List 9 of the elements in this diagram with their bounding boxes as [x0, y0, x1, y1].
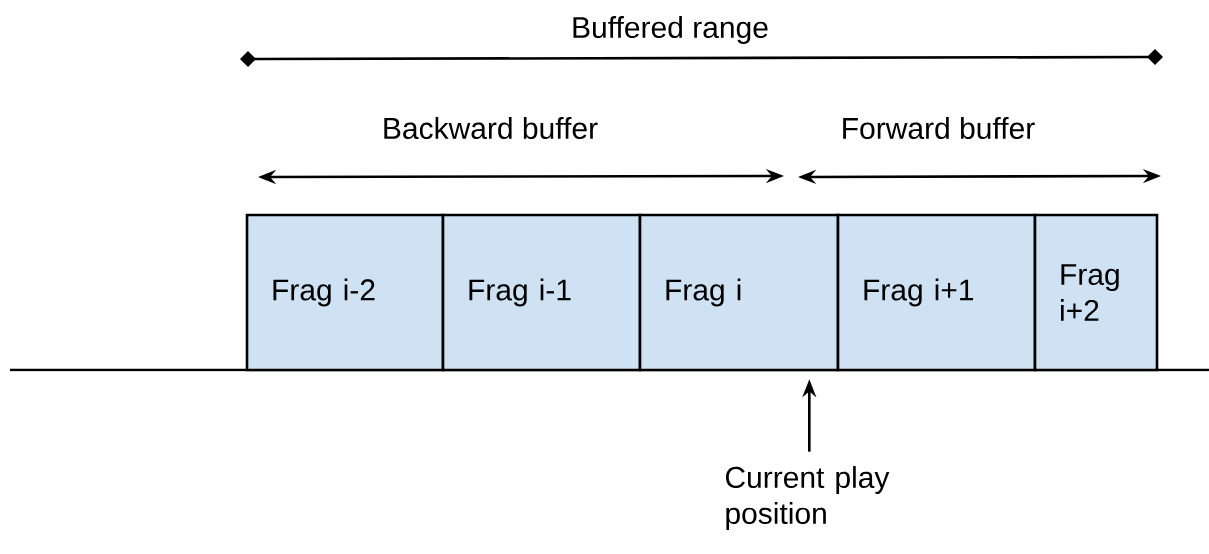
dimension-label: Forward buffer	[843, 117, 1035, 139]
fragment-box: Frag i-1	[441, 213, 642, 372]
fragment-box: Frag i-2	[245, 213, 445, 372]
fragment-box: Frag i+1	[836, 213, 1037, 372]
position-label: Current play position	[725, 466, 890, 530]
dimension-label: Backward buffer	[384, 117, 598, 139]
fragment-box: Frag i	[638, 213, 840, 372]
fragment-box: Frag i+2	[1033, 213, 1159, 372]
dimension-label: Buffered range	[573, 16, 768, 44]
